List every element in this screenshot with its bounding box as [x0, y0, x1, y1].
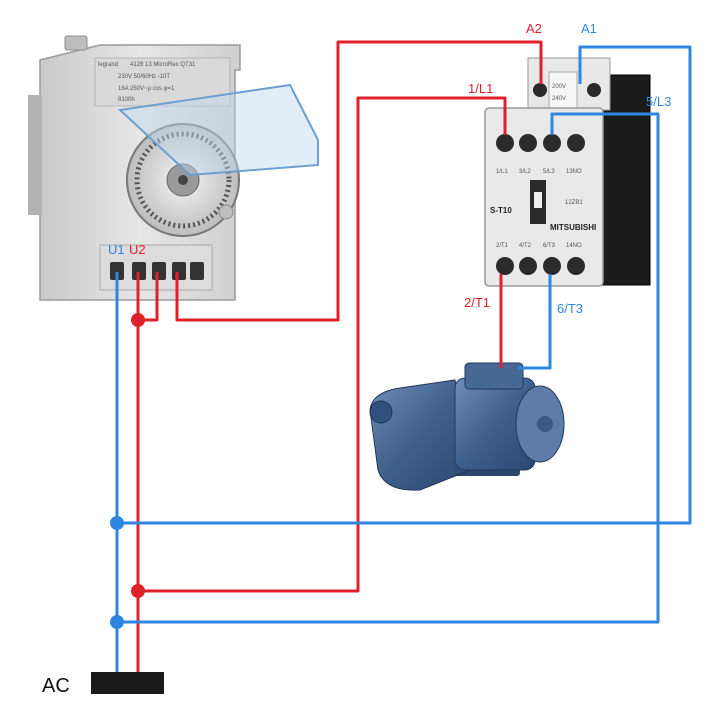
label-t1: 2/T1 [464, 295, 490, 310]
terminal-screw-3 [152, 262, 166, 280]
wires [115, 40, 692, 675]
load-terminal-t1 [496, 257, 514, 275]
time-switch-adjust-knob[interactable] [218, 204, 234, 220]
wire-live-to-l1 [138, 96, 507, 593]
label-t3: 6/T3 [557, 301, 583, 316]
time-switch-transparent-cover[interactable] [117, 83, 319, 177]
terminal-screw-u2 [132, 262, 146, 280]
contactor-indicator-window [534, 192, 542, 208]
line-terminal-l2 [519, 134, 537, 152]
terminal-label-u2: U2 [129, 242, 146, 257]
bottom-mark-1: 2/T1 [496, 243, 509, 249]
time-switch-spec-4: 8100h [118, 97, 135, 103]
time-switch-dial-center [178, 175, 188, 185]
label-ac: AC [42, 675, 70, 697]
time-switch-dial-ring [134, 131, 232, 229]
coil-rating-2: 240V [552, 96, 566, 102]
line-terminal-l3 [543, 134, 561, 152]
bottom-mark-4: 14NO [566, 243, 582, 249]
ac-supply-bar [91, 672, 164, 694]
junction-dot-neutral-1 [110, 516, 124, 530]
aux-terminal-13 [567, 134, 585, 152]
load-terminal-t2 [519, 257, 537, 275]
top-mark-3: 5/L3 [543, 169, 555, 175]
wire-neutral-to-l3 [117, 112, 660, 624]
junction-dot-neutral-2 [110, 615, 124, 629]
wire-t3-to-pump [518, 274, 552, 370]
terminal-screw-4 [172, 262, 186, 280]
junction-points [110, 313, 145, 629]
pump-inlet [369, 400, 393, 424]
contactor-coil-rating-plate [548, 71, 578, 109]
time-switch-clip [64, 35, 88, 51]
time-switch-spec-3: 16A 250V~μ cos φ=1 [118, 86, 175, 92]
top-mark-2: 3/L2 [519, 169, 531, 175]
top-mark-4: 13NO [566, 169, 582, 175]
junction-dot-live-2 [131, 584, 145, 598]
aux-terminal-14 [567, 257, 585, 275]
pump-shaft-cap [537, 416, 553, 432]
coil-terminal-a2 [533, 83, 547, 97]
contactor: 200V 240V 1/L1 3/L2 5/L3 13NO S-T10 12ZB… [484, 57, 651, 287]
terminal-screw-u1 [110, 262, 124, 280]
label-a2: A2 [526, 21, 542, 36]
wire-neutral-to-a1 [117, 45, 692, 525]
label-l1: 1/L1 [468, 81, 493, 96]
coil-rating-1: 200V [552, 84, 566, 90]
load-terminal-t3 [543, 257, 561, 275]
contactor-brand: MITSUBISHI [550, 223, 596, 232]
line-terminal-l1 [496, 134, 514, 152]
coil-terminal-a1 [587, 83, 601, 97]
time-switch-spec-1: 4128 13 MicroRex QT31 [130, 62, 196, 68]
wire-control-live-to-a2 [175, 40, 543, 322]
time-switch-brand: legrand [98, 62, 118, 68]
time-switch-spec-2: 230V 50/60Hz -10T [118, 74, 170, 80]
label-l3: 5/L3 [646, 94, 671, 109]
time-switch-side-shade [28, 95, 42, 215]
bottom-mark-2: 4/T2 [519, 243, 532, 249]
top-mark-1: 1/L1 [496, 169, 508, 175]
time-switch: legrand 4128 13 MicroRex QT31 230V 50/60… [28, 35, 319, 301]
water-pump [369, 362, 565, 491]
terminal-label-u1: U1 [108, 242, 125, 257]
contactor-model: S-T10 [490, 206, 512, 215]
pump-terminal-box [464, 362, 524, 390]
contactor-code: 12ZB1 [565, 200, 583, 206]
junction-dot-live-1 [131, 313, 145, 327]
terminal-screw-5 [190, 262, 204, 280]
bottom-mark-3: 6/T3 [543, 243, 556, 249]
label-a1: A1 [581, 21, 597, 36]
